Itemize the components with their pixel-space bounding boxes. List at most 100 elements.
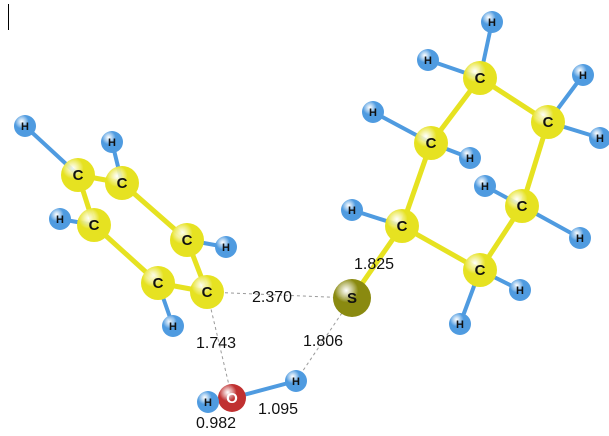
atom-cy6: C bbox=[463, 253, 497, 287]
atom-sphere-cy4 bbox=[531, 105, 565, 139]
atom-sphere-hc5 bbox=[481, 11, 503, 33]
atom-ho2: H bbox=[285, 370, 307, 392]
atom-hc9: H bbox=[569, 227, 591, 249]
distance-label-o-h1: 0.982 bbox=[196, 415, 236, 431]
atom-hc2: H bbox=[362, 101, 384, 123]
atom-sphere-hc11 bbox=[509, 279, 531, 301]
atom-label-cy1: C bbox=[397, 218, 408, 235]
atom-sphere-cy6 bbox=[463, 253, 497, 287]
atom-hc10: H bbox=[449, 313, 471, 335]
atom-label-ho1: H bbox=[204, 397, 212, 409]
atom-label-hc6: H bbox=[579, 70, 587, 82]
atom-sphere-hc10 bbox=[449, 313, 471, 335]
atom-label-hph5: H bbox=[169, 321, 177, 333]
atom-hph4: H bbox=[215, 236, 237, 258]
atom-hc11: H bbox=[509, 279, 531, 301]
text-cursor bbox=[8, 4, 9, 30]
atom-label-hph3: H bbox=[56, 214, 64, 226]
atom-label-hc4: H bbox=[424, 55, 432, 67]
interaction-line-ph6-o bbox=[206, 291, 233, 399]
atom-label-ph6: C bbox=[202, 284, 213, 301]
atom-hph2: H bbox=[101, 131, 123, 153]
atom-sphere-hph5 bbox=[162, 315, 184, 337]
atom-label-ph5: C bbox=[153, 275, 164, 292]
atom-ph1: C bbox=[61, 158, 95, 192]
atom-sphere-cy3 bbox=[463, 61, 497, 95]
distance-labels-layer: 2.370 1.825 1.743 1.806 0.982 1.095 bbox=[196, 256, 394, 432]
atom-sphere-o bbox=[218, 384, 246, 412]
distance-label-c-o: 1.743 bbox=[196, 335, 236, 352]
distance-label-c-s: 2.370 bbox=[252, 289, 292, 306]
atom-label-hc8: H bbox=[481, 181, 489, 193]
atom-sphere-hc9 bbox=[569, 227, 591, 249]
atom-s: S bbox=[333, 279, 371, 317]
distance-label-s-o: 1.806 bbox=[303, 333, 343, 350]
atom-sphere-hc8 bbox=[474, 175, 496, 197]
atom-label-ph2: C bbox=[117, 175, 128, 192]
atom-ho1: H bbox=[197, 391, 219, 413]
atom-hc8: H bbox=[474, 175, 496, 197]
interaction-line-s-ho2 bbox=[295, 297, 353, 382]
atom-sphere-cy2 bbox=[414, 126, 448, 160]
atom-sphere-hph3 bbox=[49, 208, 71, 230]
atom-sphere-hph2 bbox=[101, 131, 123, 153]
atom-label-cy3: C bbox=[475, 70, 486, 87]
atom-label-hc9: H bbox=[576, 233, 584, 245]
atom-cy1: C bbox=[385, 209, 419, 243]
interaction-lines-layer bbox=[206, 291, 353, 399]
atom-label-hph1: H bbox=[21, 121, 29, 133]
atom-o: O bbox=[218, 384, 246, 412]
atom-ph4: C bbox=[170, 223, 204, 257]
interaction-line-ph6-s bbox=[206, 291, 353, 299]
atom-hc5: H bbox=[481, 11, 503, 33]
atom-sphere-hc2 bbox=[362, 101, 384, 123]
atom-ph2: C bbox=[105, 166, 139, 200]
atom-sphere-hc4 bbox=[417, 49, 439, 71]
distance-label-o-h2: 1.095 bbox=[258, 401, 298, 418]
atom-label-hc3: H bbox=[466, 153, 474, 165]
atom-sphere-hc3 bbox=[459, 147, 481, 169]
atom-cy2: C bbox=[414, 126, 448, 160]
atom-label-ph1: C bbox=[73, 167, 84, 184]
atom-sphere-ph5 bbox=[141, 266, 175, 300]
atom-label-cy6: C bbox=[475, 262, 486, 279]
atom-label-hc7: H bbox=[596, 133, 604, 145]
atom-sphere-ph3 bbox=[77, 208, 111, 242]
atom-hph1: H bbox=[14, 115, 36, 137]
distance-label-cy-s: 1.825 bbox=[354, 256, 394, 273]
atom-hc6: H bbox=[572, 64, 594, 86]
atom-ph3: C bbox=[77, 208, 111, 242]
atom-sphere-ho2 bbox=[285, 370, 307, 392]
atom-label-hc2: H bbox=[369, 107, 377, 119]
atom-label-cy4: C bbox=[543, 114, 554, 131]
atom-sphere-ph1 bbox=[61, 158, 95, 192]
atom-sphere-cy5 bbox=[505, 189, 539, 223]
atom-hph3: H bbox=[49, 208, 71, 230]
atom-sphere-s bbox=[333, 279, 371, 317]
atom-sphere-cy1 bbox=[385, 209, 419, 243]
atom-label-cy2: C bbox=[426, 135, 437, 152]
atom-sphere-ph6 bbox=[190, 275, 224, 309]
atom-sphere-hc1 bbox=[341, 199, 363, 221]
atom-label-hc1: H bbox=[348, 205, 356, 217]
atom-sphere-ho1 bbox=[197, 391, 219, 413]
atom-sphere-hph1 bbox=[14, 115, 36, 137]
atom-hc4: H bbox=[417, 49, 439, 71]
atom-sphere-hph4 bbox=[215, 236, 237, 258]
atom-cy5: C bbox=[505, 189, 539, 223]
atom-hc3: H bbox=[459, 147, 481, 169]
atom-label-ho2: H bbox=[292, 376, 300, 388]
atom-label-hc11: H bbox=[516, 285, 524, 297]
atom-label-o: O bbox=[226, 390, 238, 407]
atom-label-hc10: H bbox=[456, 319, 464, 331]
atom-label-hph2: H bbox=[108, 137, 116, 149]
atom-hc7: H bbox=[589, 127, 609, 149]
atom-sphere-ph4 bbox=[170, 223, 204, 257]
atom-hph5: H bbox=[162, 315, 184, 337]
atom-label-ph4: C bbox=[182, 232, 193, 249]
atom-ph5: C bbox=[141, 266, 175, 300]
atom-cy3: C bbox=[463, 61, 497, 95]
